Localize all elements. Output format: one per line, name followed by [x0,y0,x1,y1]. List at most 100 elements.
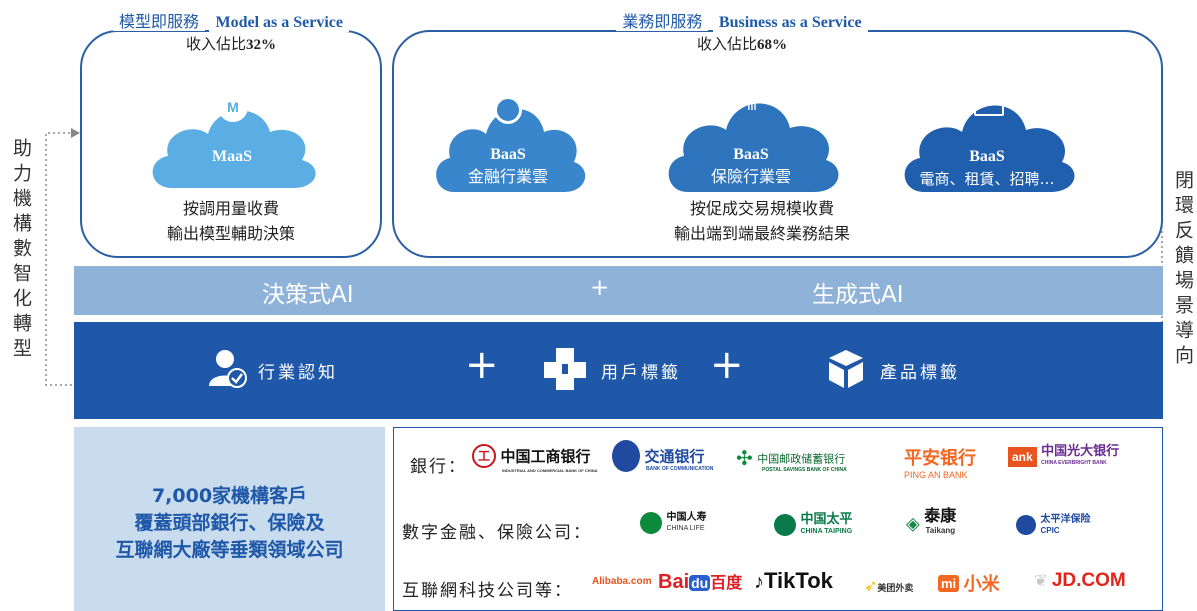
baas-cloud-title: BaaS [733,146,769,163]
jd-logo: ❦ JD.COM [1034,570,1126,592]
pingan-name: 平安银行 [904,448,976,468]
baas-cloud-finance: BaaS 金融行業雲 [428,88,588,194]
taikang-logo: ◈ 泰康 Taikang [906,508,957,538]
chinalife-text: 中国人寿 CHINA LIFE [666,512,706,534]
box-icon [825,346,867,390]
taikang-icon: ◈ [906,513,920,534]
chinalife-icon [640,512,662,534]
tiktok-name: TikTok [764,568,833,593]
chinalife-sub: CHINA LIFE [666,525,705,532]
meituan-name: 美团外卖 [877,583,914,593]
insurance-label: 數字金融、保險公司： [402,523,592,543]
baas-revenue-value: 68% [757,37,787,53]
maas-cloud-label: MaaS [142,146,322,168]
banks-label: 銀行： [410,457,467,477]
baas-desc-line2: 輸出端到端最終業務結果 [673,224,850,243]
cloud-shape [904,105,1075,192]
taiping-text: 中国太平 CHINA TAIPING [800,512,852,538]
globe-icon [494,96,522,124]
left-side-label: 助力機構數智化轉型 [10,138,32,363]
baas-revenue-prefix: 收入佔比 [696,35,757,53]
icbc-name: 中国工商银行 [500,448,591,466]
meituan-logo: ➶美团外卖 [864,576,913,596]
partners-panel: 銀行： 工 中国工商银行 INDUSTRIAL AND COMMERCIAL B… [393,427,1163,611]
internet-label: 互聯網科技公司等： [402,581,573,601]
clients-line1: 7,000家機構客戶 [151,485,308,507]
network-icon: ⋔ [745,97,759,114]
baas-cloud-insurance: ⋔ BaaS 保險行業雲 [658,84,844,194]
clients-text: 7,000家機構客戶 覆蓋頭部銀行、保險及 互聯網大廠等垂類領域公司 [74,483,385,564]
cpic-name: 太平洋保险 [1040,514,1091,525]
maas-cloud: M MaaS [142,90,322,190]
psbc-name: 中国邮政储蓄银行 [757,453,846,466]
baas-cloud-subtitle: 保險行業雲 [710,167,791,186]
bocom-name: 交通银行 [644,447,705,466]
xiaomi-logo: mi 小米 [938,570,1000,596]
alibaba-logo: Alibaba.com [592,576,652,587]
baas-cloud-other-label: BaaS 電商、租賃、招聘… [894,146,1080,190]
taiping-name: 中国太平 [800,511,853,526]
psbc-logo: ✣ 中国邮政储蓄银行 POSTAL SAVINGS BANK OF CHINA [736,446,847,473]
industry-knowledge-label: 行業認知 [258,363,338,383]
ceb-sub: CHINA EVERBRIGHT BANK [1041,460,1107,466]
baas-title: 業務即服務 Business as a Service 收入佔比68% [392,12,1092,55]
clients-panel: 7,000家機構客戶 覆蓋頭部銀行、保險及 互聯網大廠等垂類領域公司 [74,427,385,611]
tiktok-logo: ♪TikTok [754,568,833,594]
ceb-icon: ank [1008,447,1037,467]
baas-cloud-title: BaaS [969,148,1005,165]
baidu-du: du [689,575,711,591]
cpic-logo: 太平洋保险 CPIC [1016,514,1090,536]
maas-revenue: 收入佔比32% [80,35,382,55]
user-tags-label: 用戶標籤 [601,363,681,383]
maas-desc: 按調用量收費 輸出模型輔助決策 [80,196,382,246]
tiktok-icon: ♪ [754,571,764,593]
baas-cloud-subtitle: 金融行業雲 [467,167,548,186]
decision-ai-label: 決策式AI [262,282,354,308]
cpic-text: 太平洋保险 CPIC [1040,514,1090,536]
baas-title-en: Business as a Service [712,13,868,32]
tag-bar: 行業認知 + 用戶標籤 + 產品標籤 [74,322,1163,419]
xiaomi-icon: mi [938,574,960,592]
laptop-icon [974,96,1004,116]
cubes-icon [538,346,594,392]
baas-revenue: 收入佔比68% [392,35,1092,55]
icbc-sub: INDUSTRIAL AND COMMERCIAL BANK OF CHINA [502,468,598,473]
baas-cloud-title: BaaS [490,146,526,163]
ceb-name: 中国光大银行 [1041,443,1120,458]
taikang-sub: Taikang [925,526,956,535]
tag-plus-2: + [710,342,744,388]
taikang-text: 泰康 Taikang [924,508,957,538]
product-tags-label: 產品標籤 [880,363,960,383]
baas-cloud-finance-label: BaaS 金融行業雲 [428,144,588,188]
meituan-icon: ➶ [864,578,878,595]
maas-title-en: Model as a Service [209,13,349,32]
bocom-icon [612,440,640,472]
taiping-logo: 中国太平 CHINA TAIPING [774,512,852,538]
maas-title: 模型即服務 Model as a Service 收入佔比32% [80,12,382,55]
ceb-logo: ank 中国光大银行 CHINA EVERBRIGHT BANK [1008,444,1119,470]
cloud-shape [668,103,839,192]
user-check-icon [207,348,247,388]
chinalife-name: 中国人寿 [666,512,707,523]
bocom-logo: 交通银行 BANK OF COMMUNICATION [612,440,713,472]
generative-ai-label: 生成式AI [812,282,904,308]
cloud-shape [436,108,586,192]
chinalife-logo: 中国人寿 CHINA LIFE [640,512,706,534]
xiaomi-name: 小米 [963,574,1000,594]
jd-name: JD.COM [1051,570,1126,591]
maas-title-cn: 模型即服務 [113,12,206,31]
maas-desc-line2: 輸出模型輔助決策 [166,224,295,243]
baas-desc-line1: 按促成交易規模收費 [689,199,834,218]
ceb-text: 中国光大银行 CHINA EVERBRIGHT BANK [1041,444,1119,470]
tag-plus-1: + [465,342,499,388]
cloud-shape [152,110,316,188]
pingan-logo: 平安银行 PING AN BANK [904,444,976,480]
maas-desc-line1: 按調用量收費 [182,199,279,218]
pingan-sub: PING AN BANK [904,470,968,480]
baas-cloud-other: BaaS 電商、租賃、招聘… [894,86,1080,194]
maas-cloud-title: MaaS [212,148,252,165]
icbc-icon: 工 [472,444,496,468]
taikang-name: 泰康 [924,508,957,525]
clients-line3: 互聯網大廠等垂類領域公司 [115,539,344,561]
